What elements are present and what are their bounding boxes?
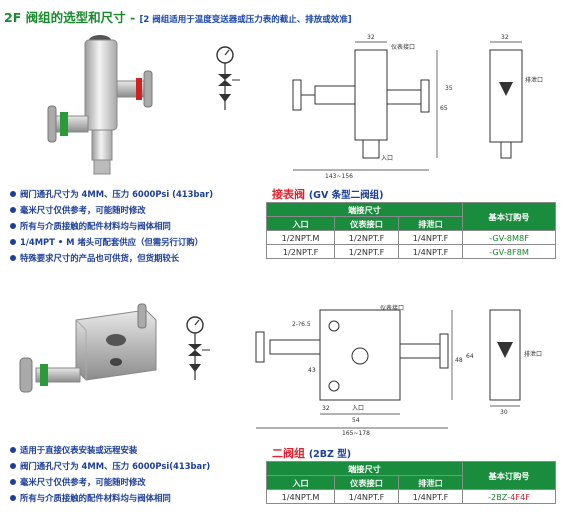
header-gauge: 仪表接口	[334, 475, 400, 490]
pressure-gauge-icon	[216, 46, 234, 64]
list-item: 所有与介质接触的配件材料均与阀体相同	[10, 490, 210, 506]
page-title: 2F 阀组的选型和尺寸 - [2 阀组适用于温度变送器或压力表的截止、排放或效准…	[4, 7, 352, 26]
gv-valve-photo	[47, 35, 153, 175]
gauge-schematic-1	[216, 46, 240, 110]
label-inlet-2: 入口	[352, 405, 364, 412]
valve-symbol-icon	[188, 344, 210, 372]
dim-top-right: 32	[501, 34, 509, 41]
header-order: 基本订购号	[462, 461, 556, 490]
list-item: 阀门通孔尺寸为 4MM、压力 6000Psi (413bar)	[10, 186, 213, 202]
list-item: 毫米尺寸仅供参考，可能随时修改	[10, 202, 213, 218]
list-item: 1/4MPT • M 堵头可配套供应（但需另行订购）	[10, 234, 213, 250]
header-drain: 排泄口	[398, 216, 463, 231]
gauge-schematic-2	[186, 316, 210, 380]
valve-symbol-icon	[218, 74, 240, 102]
label-drain-2: 排泄口	[524, 350, 542, 358]
list-item: 所有与介质接触的配件材料均与阀体相同	[10, 218, 213, 234]
gv-dimension-drawing: 32 仪表接口 入口 143~156 65 35 32 排泄口	[292, 34, 543, 180]
dim-bottom-1: 143~156	[325, 173, 353, 180]
list-item: 阀门通孔尺寸为 4MM、压力 6000Psi(413bar)	[10, 458, 210, 474]
dim-vert-1: 65	[440, 105, 448, 112]
header-order: 基本订购号	[462, 202, 556, 231]
dim-48: 48	[455, 357, 463, 364]
dim-43: 43	[308, 367, 316, 374]
label-drain-1: 排泄口	[525, 76, 543, 84]
header-inlet: 入口	[265, 475, 336, 490]
2bz-features-list: 适用于直接仪表安装或远程安装 阀门通孔尺寸为 4MM、压力 6000Psi(41…	[10, 442, 210, 506]
dim-30: 30	[500, 409, 508, 416]
header-drain: 排泄口	[398, 475, 463, 490]
label-gauge-port-2: 仪表接口	[380, 304, 404, 312]
table-row: 1/4NPT.M 1/4NPT.F 1/4NPT.F -2BZ-4F4F	[265, 489, 556, 504]
2bz-order-table: 端接尺寸 基本订购号 入口 仪表接口 排泄口 1/4NPT.M 1/4NPT.F…	[265, 461, 556, 504]
header-group: 端接尺寸	[266, 202, 463, 217]
dim-holes: 2-?6.5	[292, 321, 311, 328]
dim-54: 54	[352, 417, 360, 424]
section-title-2bz: 二阀组 (2BZ 型)	[272, 447, 352, 460]
table-row: 1/2NPT.M 1/2NPT.F 1/4NPT.F -GV-8M8F	[265, 230, 556, 245]
list-item: 毫米尺寸仅供参考，可能随时修改	[10, 474, 210, 490]
table-row: 1/2NPT.F 1/2NPT.F 1/4NPT.F -GV-8F8M	[265, 244, 556, 259]
dim-64: 64	[466, 353, 474, 360]
header-gauge: 仪表接口	[334, 216, 400, 231]
gv-features-list: 阀门通孔尺寸为 4MM、压力 6000Psi (413bar) 毫米尺寸仅供参考…	[10, 186, 213, 266]
2bz-valve-photo	[19, 303, 157, 393]
gv-order-table: 端接尺寸 基本订购号 入口 仪表接口 排泄口 1/2NPT.M 1/2NPT.F…	[265, 202, 556, 259]
2bz-dimension-drawing: 2-?6.5 仪表接口 43 32 入口 54 165~178 48 64 排泄…	[255, 304, 542, 437]
dim-vert-2: 35	[445, 85, 453, 92]
label-inlet-1: 入口	[381, 155, 393, 162]
dim-bottom-2: 165~178	[342, 430, 370, 437]
list-item: 适用于直接仪表安装或远程安装	[10, 442, 210, 458]
header-group: 端接尺寸	[266, 461, 463, 476]
dim-32: 32	[322, 405, 330, 412]
label-gauge-port-1: 仪表接口	[391, 43, 415, 51]
dim-top: 32	[367, 34, 375, 41]
pressure-gauge-icon	[186, 316, 204, 334]
list-item: 特殊要求尺寸的产品也可供货，但货期较长	[10, 250, 213, 266]
title-subtitle: [2 阀组适用于温度变送器或压力表的截止、排放或效准]	[139, 15, 352, 25]
title-text: 2F 阀组的选型和尺寸 -	[4, 10, 136, 25]
section-title-gv: 接表阀 (GV 条型二阀组)	[272, 188, 384, 201]
header-inlet: 入口	[265, 216, 336, 231]
